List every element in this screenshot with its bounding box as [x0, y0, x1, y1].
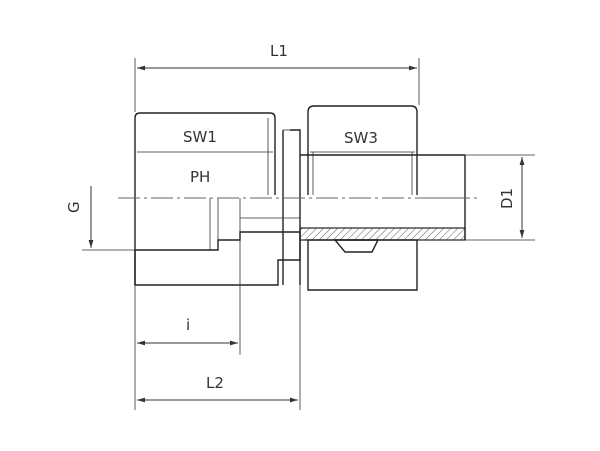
- label-sw3: SW3: [344, 129, 378, 147]
- dimension-i: i: [134, 240, 241, 355]
- dimension-d1: D1: [465, 154, 535, 241]
- label-ph: PH: [190, 168, 210, 186]
- dimension-l1: L1: [134, 42, 420, 112]
- label-d1: D1: [498, 188, 516, 209]
- body-part: [134, 112, 301, 286]
- dimension-g: G: [65, 186, 135, 251]
- label-l1: L1: [270, 42, 288, 60]
- label-l2: L2: [206, 374, 224, 392]
- label-sw1: SW1: [183, 128, 217, 146]
- tube: [299, 154, 466, 253]
- label-g: G: [65, 201, 83, 213]
- label-i: i: [186, 316, 190, 334]
- dimension-l2: L2: [134, 285, 301, 410]
